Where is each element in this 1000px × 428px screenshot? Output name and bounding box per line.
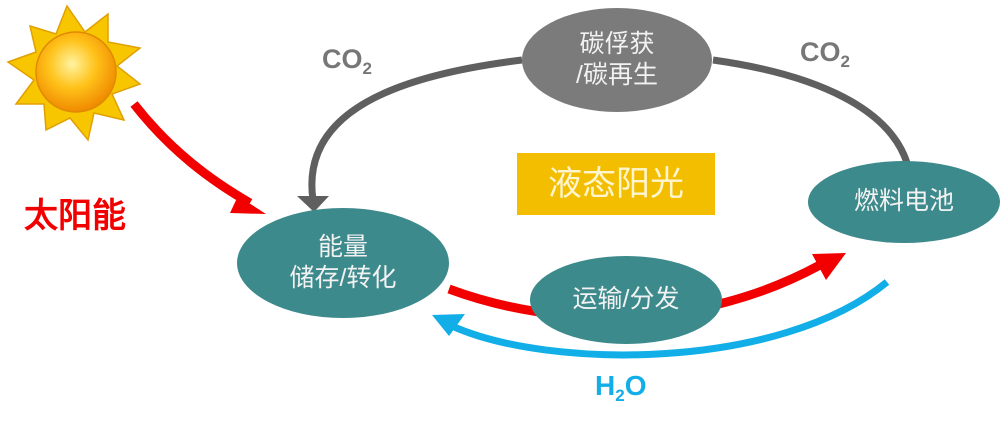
carbon-capture-node: 碳俘获 /碳再生 — [522, 8, 712, 112]
energy-storage-node: 能量 储存/转化 — [237, 208, 449, 318]
h2o-label: H2O — [595, 370, 646, 406]
co2-left-main: CO — [322, 44, 363, 74]
co2-right-sub: 2 — [840, 52, 850, 71]
fuel-cell-node: 燃料电池 — [808, 161, 1000, 243]
energy-storage-line2: 储存/转化 — [289, 264, 397, 292]
co2-left-label: CO2 — [322, 44, 372, 79]
co2-arrow-to-storage — [308, 56, 523, 201]
solar-energy-label: 太阳能 — [24, 188, 126, 237]
h2o-o: O — [624, 370, 647, 401]
carbon-capture-line2: /碳再生 — [576, 61, 658, 89]
liquid-sunshine-text: 液态阳光 — [548, 164, 684, 203]
liquid-sunshine-title: 液态阳光 — [517, 153, 715, 215]
transport-node: 运输/分发 — [530, 256, 722, 344]
co2-right-label: CO2 — [800, 37, 850, 72]
solar-energy-text: 太阳能 — [24, 197, 126, 235]
co2-arrow-from-fuel-cell — [712, 56, 911, 165]
h2o-h: H — [595, 370, 616, 401]
transport-label: 运输/分发 — [572, 285, 680, 314]
co2-arrowhead — [297, 196, 329, 212]
h2o-sub: 2 — [615, 386, 625, 405]
co2-right-main: CO — [800, 37, 841, 67]
sun-icon — [6, 4, 142, 142]
carbon-capture-line1: 碳俘获 — [579, 29, 655, 58]
co2-left-sub: 2 — [362, 59, 372, 78]
solar-arrow — [130, 101, 253, 207]
energy-storage-line1: 能量 — [317, 232, 368, 261]
fuel-cell-label: 燃料电池 — [853, 187, 954, 216]
h2o-arrow — [450, 279, 890, 359]
